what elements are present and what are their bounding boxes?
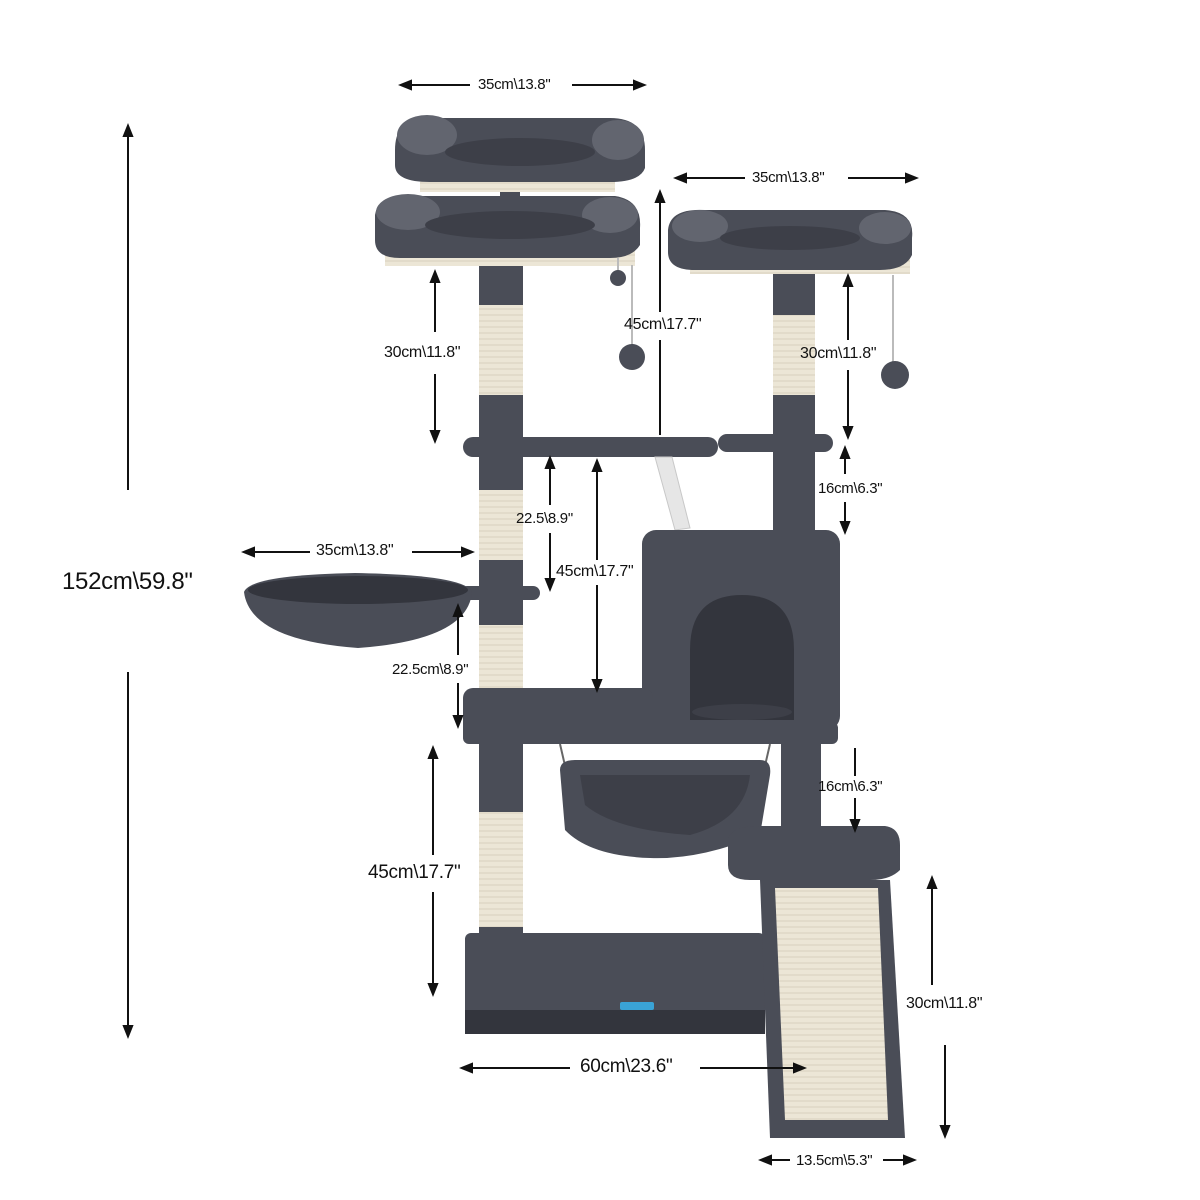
hanging-hammock [559, 743, 771, 859]
condo-gap-label: 16cm\6.3" [818, 480, 883, 497]
hammock-gap-label: 16cm\6.3" [818, 778, 883, 795]
top-perch-width-label: 35cm\13.8" [478, 76, 551, 93]
brand-logo-badge [620, 1002, 654, 1010]
basket-width-label: 35cm\13.8" [316, 542, 394, 559]
basket-drop-label: 22.5cm\8.9" [392, 661, 469, 678]
right-lower-post [781, 740, 821, 840]
upper-left-perch [375, 194, 641, 286]
middle-gap-label: 45cm\17.7" [556, 563, 634, 580]
right-post-top-height-label: 30cm\11.8" [800, 345, 877, 362]
upper-right-perch [668, 209, 913, 389]
top-perch [395, 115, 645, 200]
left-post-top-height-label: 30cm\11.8" [384, 344, 461, 361]
right-upper-post [773, 268, 815, 536]
hanging-toy-ball [619, 344, 645, 370]
basket-gap-label: 22.5\8.9" [516, 510, 573, 527]
dimension-lines [122, 79, 951, 1166]
right-perch-width-label: 35cm\13.8" [752, 169, 825, 186]
ramp-width-label: 13.5cm\5.3" [796, 1152, 873, 1169]
total-height-label: 152cm\59.8" [62, 568, 193, 595]
middle-platform [463, 434, 833, 531]
lower-platform [463, 688, 838, 744]
base-board [465, 933, 765, 1034]
base-post-height-label: 45cm\17.7" [368, 862, 461, 883]
perch-gap-label: 45cm\17.7" [624, 316, 702, 333]
left-main-post [479, 250, 523, 1010]
base-width-label: 60cm\23.6" [580, 1056, 673, 1077]
ramp-height-label: 30cm\11.8" [906, 995, 983, 1012]
side-basket [244, 573, 540, 648]
condo-box [642, 530, 840, 730]
